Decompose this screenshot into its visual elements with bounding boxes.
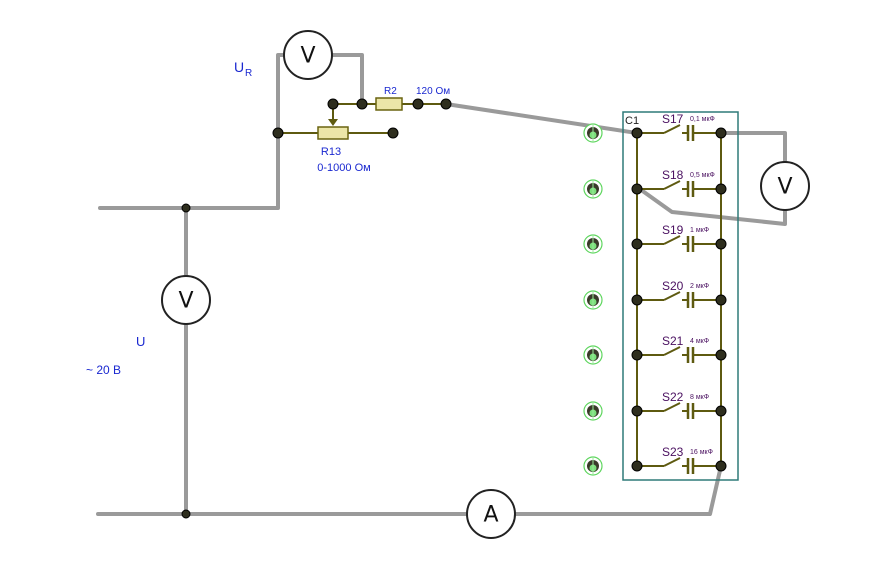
switch-blade[interactable]	[663, 346, 681, 356]
capacitor-row: S21 4 мкФ	[631, 334, 727, 363]
switch-blade[interactable]	[663, 235, 681, 245]
wire-r2-to-bank	[444, 102, 639, 135]
node	[631, 294, 643, 306]
node	[715, 238, 727, 250]
node	[327, 98, 339, 110]
node	[387, 127, 399, 139]
node	[715, 405, 727, 417]
node	[715, 460, 727, 472]
node	[631, 127, 643, 139]
resistor-r13	[317, 126, 349, 140]
capacitor-row: S17 0,1 мкФ	[631, 112, 727, 141]
voltmeter-ur[interactable]: V	[283, 30, 333, 80]
switch-name: S18	[662, 168, 684, 182]
node	[715, 349, 727, 361]
ammeter-symbol: A	[483, 503, 498, 528]
voltmeter-ur-symbol: V	[300, 44, 315, 69]
switch-name: S20	[662, 279, 684, 293]
r2-name: R2	[384, 86, 397, 97]
switch-blade[interactable]	[663, 457, 681, 467]
capacitor-bank: S17 0,1 мкФ S18 0,5 мкФ S19 1 мкФ S20 2 мкФ S21 4…	[622, 111, 739, 481]
ur-label: U	[234, 59, 244, 75]
node	[631, 238, 643, 250]
terminal-jack[interactable]	[583, 290, 603, 310]
terminal-jack[interactable]	[583, 179, 603, 199]
voltmeter-u[interactable]: V	[161, 275, 211, 325]
capacitor-rows: S17 0,1 мкФ S18 0,5 мкФ S19 1 мкФ S20 2 мкФ S21 4…	[631, 112, 727, 474]
terminal-column	[583, 123, 603, 476]
voltmeter-c-symbol: V	[777, 175, 792, 200]
terminal-jack[interactable]	[583, 234, 603, 254]
resistor-section	[181, 97, 452, 519]
node	[272, 127, 284, 139]
r13-slider-arrow	[328, 119, 338, 126]
switch-name: S21	[662, 334, 684, 348]
node	[181, 509, 191, 519]
voltmeter-u-symbol: V	[178, 289, 193, 314]
switch-blade[interactable]	[663, 291, 681, 301]
node	[631, 460, 643, 472]
capacitor-value: 2 мкФ	[690, 283, 709, 290]
node	[412, 98, 424, 110]
node	[356, 98, 368, 110]
u-value: ~ 20 В	[86, 363, 121, 377]
switch-blade[interactable]	[663, 124, 681, 134]
capacitor-value: 0,1 мкФ	[690, 116, 715, 123]
wire-ammeter-to-bank	[512, 464, 723, 516]
capacitor-row: S18 0,5 мкФ	[631, 168, 727, 197]
node	[715, 183, 727, 195]
switch-name: S22	[662, 390, 684, 404]
c1-label: C1	[625, 115, 639, 127]
capacitor-value: 1 мкФ	[690, 227, 709, 234]
capacitor-value: 0,5 мкФ	[690, 172, 715, 179]
r13-name: R13	[321, 146, 341, 158]
capacitor-value: 4 мкФ	[690, 338, 709, 345]
voltmeter-c[interactable]: V	[760, 161, 810, 211]
switch-blade[interactable]	[663, 402, 681, 412]
switch-name: S19	[662, 223, 684, 237]
switch-name: S17	[662, 112, 684, 126]
u-label: U	[136, 334, 145, 349]
capacitor-row: S23 16 мкФ	[631, 445, 727, 474]
r13-range: 0-1000 Ом	[317, 162, 370, 174]
ur-label-subscript: R	[245, 68, 252, 79]
capacitor-bank-panel	[622, 111, 739, 481]
node	[631, 349, 643, 361]
capacitor-row: S20 2 мкФ	[631, 279, 727, 308]
r2-value: 120 Ом	[416, 86, 450, 97]
resistor-r2	[375, 97, 403, 111]
switch-name: S23	[662, 445, 684, 459]
node	[631, 183, 643, 195]
wire-voltmeter-ur-left	[276, 53, 286, 135]
wire-voltmeter-c-top	[719, 131, 787, 165]
wire-voltmeter-c-bottom	[635, 185, 787, 226]
capacitor-row: S22 8 мкФ	[631, 390, 727, 419]
node	[631, 405, 643, 417]
ammeter[interactable]: A	[466, 489, 516, 539]
node	[440, 98, 452, 110]
capacitor-value: 8 мкФ	[690, 394, 709, 401]
terminal-jack[interactable]	[583, 401, 603, 421]
capacitor-value: 16 мкФ	[690, 449, 713, 456]
node	[715, 294, 727, 306]
switch-blade[interactable]	[663, 180, 681, 190]
terminal-jack[interactable]	[583, 345, 603, 365]
terminal-jack[interactable]	[583, 123, 603, 143]
wire-voltmeter-ur-right	[330, 53, 364, 106]
wires	[96, 53, 787, 516]
terminal-jack[interactable]	[583, 456, 603, 476]
wire-top-supply	[98, 131, 280, 210]
node	[715, 127, 727, 139]
capacitor-row: S19 1 мкФ	[631, 223, 727, 252]
node	[181, 203, 191, 213]
